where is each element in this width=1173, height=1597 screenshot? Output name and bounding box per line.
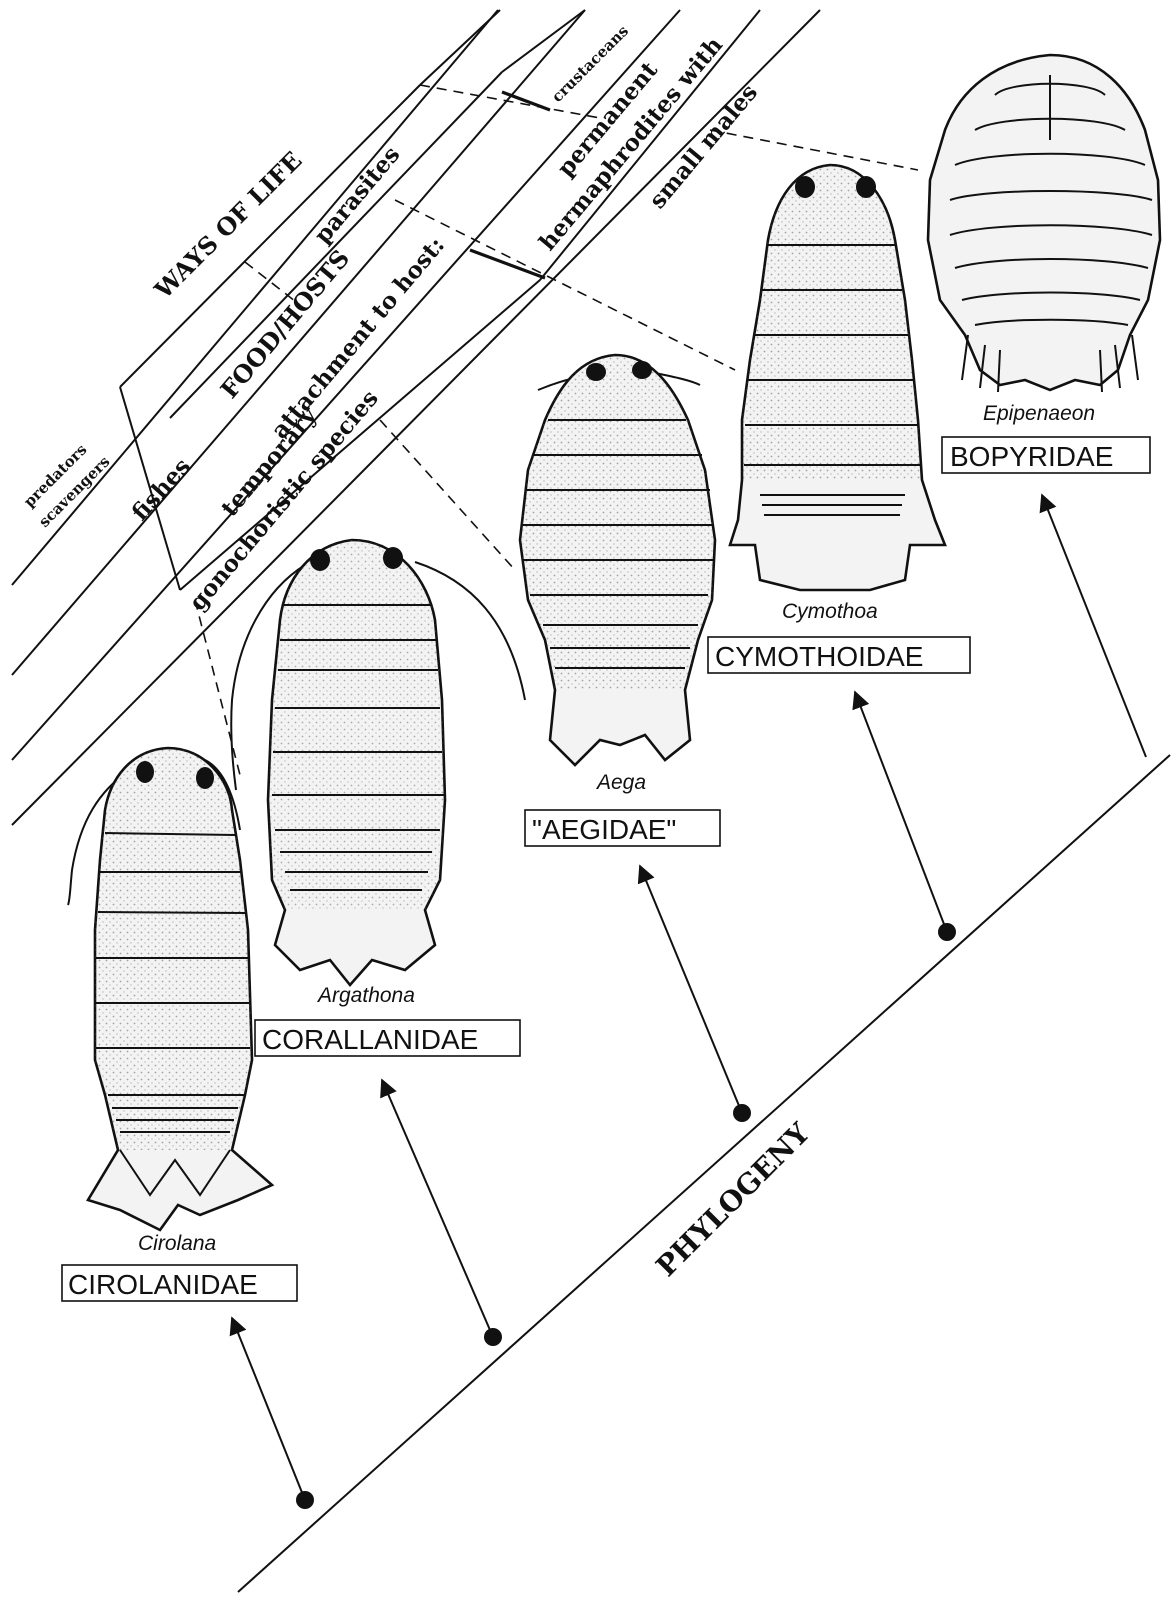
aega-illustration (520, 355, 715, 765)
node-3 (733, 1104, 751, 1122)
family-cirolanidae: CIROLANIDAE (68, 1269, 258, 1300)
band-separators (120, 92, 550, 590)
node-1 (296, 1491, 314, 1509)
genus-argathona: Argathona (316, 984, 415, 1007)
genus-aega: Aega (595, 771, 646, 794)
family-corallanidae: CORALLANIDAE (262, 1024, 478, 1055)
family-bopyridae: BOPYRIDAE (950, 441, 1113, 472)
label-fishes: fishes (126, 453, 196, 526)
epipenaeon-illustration (928, 55, 1160, 392)
taxon-cirolanidae: Cirolana CIROLANIDAE (62, 1232, 297, 1301)
arrow-bopyridae (1042, 495, 1146, 757)
genus-epipenaeon: Epipenaeon (983, 402, 1095, 425)
node-4 (938, 923, 956, 941)
argathona-illustration (231, 540, 525, 985)
taxon-bopyridae: Epipenaeon BOPYRIDAE (942, 402, 1150, 473)
genus-cymothoa: Cymothoa (782, 600, 878, 623)
family-cymothoidae: CYMOTHOIDAE (715, 641, 923, 672)
arrow-cymothoidae (855, 692, 947, 932)
taxon-cymothoidae: Cymothoa CYMOTHOIDAE (708, 600, 970, 673)
node-2 (484, 1328, 502, 1346)
genus-cirolana: Cirolana (138, 1232, 216, 1255)
arrow-corallanidae (382, 1080, 493, 1337)
arrow-cirolanidae (232, 1318, 305, 1500)
taxon-aegidae: Aega "AEGIDAE" (525, 771, 720, 846)
label-parasites: parasites (309, 141, 405, 249)
cirolana-illustration (68, 748, 272, 1230)
arrow-aegidae (640, 866, 742, 1113)
taxon-corallanidae: Argathona CORALLANIDAE (255, 984, 520, 1056)
label-ways-of-life: WAYS OF LIFE (148, 146, 307, 305)
family-aegidae: "AEGIDAE" (532, 814, 676, 845)
cymothoa-illustration (730, 165, 945, 590)
